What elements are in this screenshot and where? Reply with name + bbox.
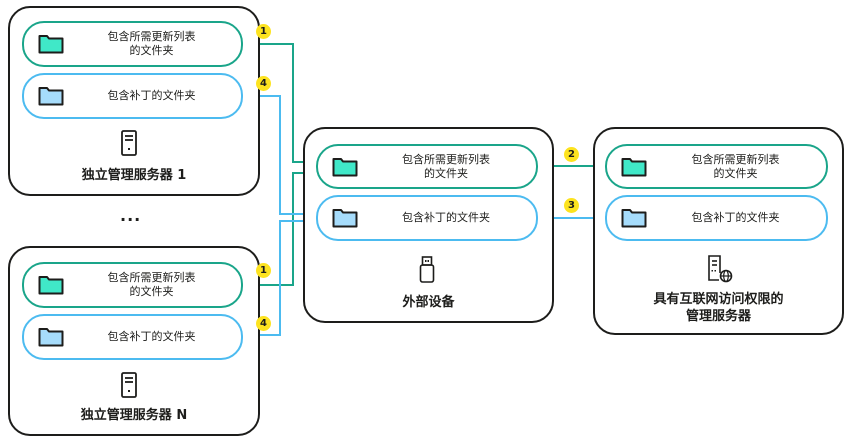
folder-label: 包含所需更新列表的文件夹 bbox=[691, 152, 780, 180]
folder-label: 包含补丁的文件夹 bbox=[691, 211, 780, 224]
usb-drive-icon bbox=[419, 256, 435, 283]
serverN-patches-folder: 包含补丁的文件夹 bbox=[22, 314, 243, 360]
server-n-title: 独立管理服务器 N bbox=[80, 408, 188, 423]
server-globe-icon bbox=[708, 255, 733, 283]
server1-patches-folder: 包含补丁的文件夹 bbox=[22, 73, 243, 119]
folder-label: 包含补丁的文件夹 bbox=[107, 89, 196, 102]
step-badge-1: 1 bbox=[256, 263, 271, 278]
folder-icon bbox=[332, 209, 358, 228]
connector-step4-server1 bbox=[245, 92, 316, 215]
server1-update-list-folder: 包含所需更新列表的文件夹 bbox=[22, 21, 243, 67]
folder-icon bbox=[621, 209, 647, 228]
step-badge-2: 2 bbox=[564, 147, 579, 162]
folder-label: 包含所需更新列表的文件夹 bbox=[402, 152, 490, 180]
external-device-title: 外部设备 bbox=[402, 295, 455, 310]
server-1-title: 独立管理服务器 1 bbox=[81, 168, 187, 183]
folder-label: 包含所需更新列表的文件夹 bbox=[107, 30, 196, 57]
folder-label: 包含所需更新列表的文件夹 bbox=[107, 271, 196, 298]
folder-icon bbox=[38, 328, 64, 347]
folder-icon bbox=[621, 157, 647, 176]
folder-icon bbox=[332, 157, 358, 176]
external-patches-folder: 包含补丁的文件夹 bbox=[316, 195, 538, 241]
serverN-update-list-folder: 包含所需更新列表的文件夹 bbox=[22, 262, 243, 308]
external-update-list-folder: 包含所需更新列表的文件夹 bbox=[316, 144, 538, 189]
step-badge-4: 4 bbox=[256, 76, 271, 91]
ellipsis: ... bbox=[120, 206, 142, 225]
folder-label: 包含补丁的文件夹 bbox=[402, 211, 490, 224]
internet-patches-folder: 包含补丁的文件夹 bbox=[605, 195, 828, 241]
internet-update-list-folder: 包含所需更新列表的文件夹 bbox=[605, 144, 828, 189]
connector-step4-serverN bbox=[245, 220, 316, 339]
folder-icon bbox=[38, 87, 64, 106]
step-badge-4: 4 bbox=[256, 316, 271, 331]
server-icon bbox=[121, 130, 137, 156]
step-badge-1: 1 bbox=[256, 24, 271, 39]
step-badge-3: 3 bbox=[564, 198, 579, 213]
server-icon bbox=[121, 372, 137, 398]
folder-icon bbox=[38, 35, 64, 54]
internet-server-title: 具有互联网访问权限的管理服务器 bbox=[653, 292, 784, 324]
folder-icon bbox=[38, 276, 64, 295]
folder-label: 包含补丁的文件夹 bbox=[107, 330, 196, 343]
